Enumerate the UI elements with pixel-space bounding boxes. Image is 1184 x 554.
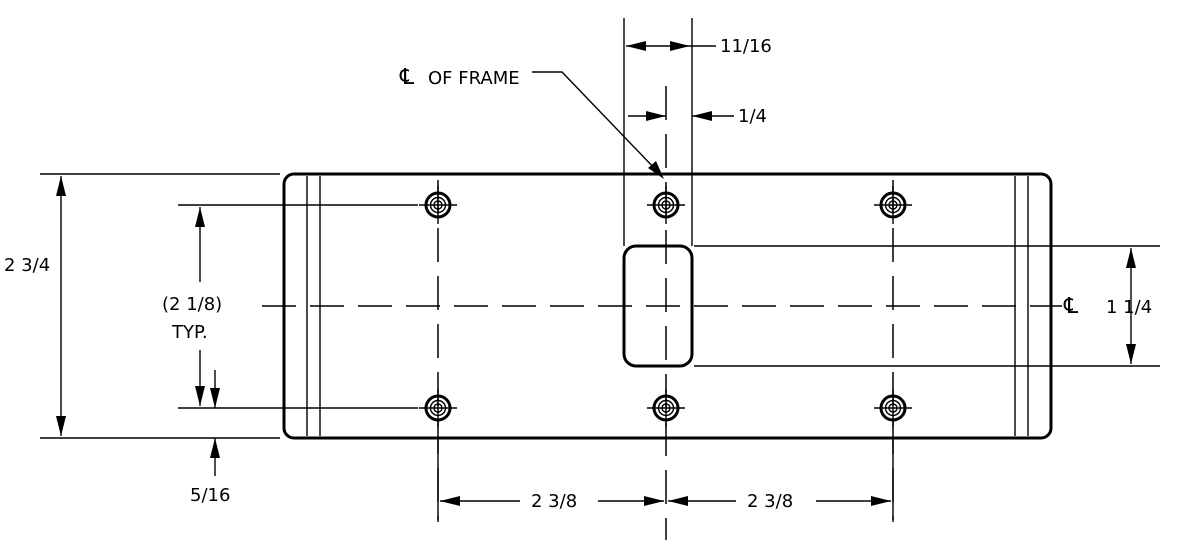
dim-5-16: 5/16 <box>190 370 230 506</box>
centerlines <box>262 86 1062 540</box>
dim-1-4: 1/4 <box>628 106 767 127</box>
dim-1-1-4: ℄ 1 1/4 <box>1063 248 1152 364</box>
hole-bottom-right <box>874 389 912 427</box>
dim-11-16: 11/16 <box>626 36 772 57</box>
dim-2-3-8-right: 2 3/8 <box>668 491 891 512</box>
cl-of-frame-callout: ℄ OF FRAME <box>399 65 664 179</box>
cl-frame-symbol: ℄ <box>399 65 415 90</box>
dim-2-3-8-left: 2 3/8 <box>440 491 664 512</box>
dim-2-3-8-right-label: 2 3/8 <box>747 491 793 512</box>
dim-11-16-label: 11/16 <box>720 36 772 57</box>
dim-2-3-8-left-label: 2 3/8 <box>531 491 577 512</box>
dim-2-3-4: 2 3/4 <box>4 176 66 436</box>
dim-2-1-8-label: (2 1/8) <box>162 294 222 315</box>
dim-1-4-label: 1/4 <box>738 106 767 127</box>
hole-top-right <box>874 186 912 224</box>
hole-bottom-left <box>419 389 457 427</box>
holes <box>419 186 912 427</box>
dim-typ-label: TYP. <box>171 322 208 343</box>
cl-frame-text: OF FRAME <box>428 68 520 89</box>
hole-bottom-center <box>647 389 685 427</box>
dim-2-3-4-label: 2 3/4 <box>4 255 50 276</box>
extension-lines <box>40 18 1160 522</box>
dim-5-16-label: 5/16 <box>190 485 230 506</box>
dim-2-1-8: (2 1/8) TYP. <box>162 207 222 406</box>
hole-top-left <box>419 186 457 224</box>
dim-1-1-4-label: 1 1/4 <box>1106 297 1152 318</box>
cl-symbol-right: ℄ <box>1063 294 1079 319</box>
hole-top-center <box>647 186 685 224</box>
